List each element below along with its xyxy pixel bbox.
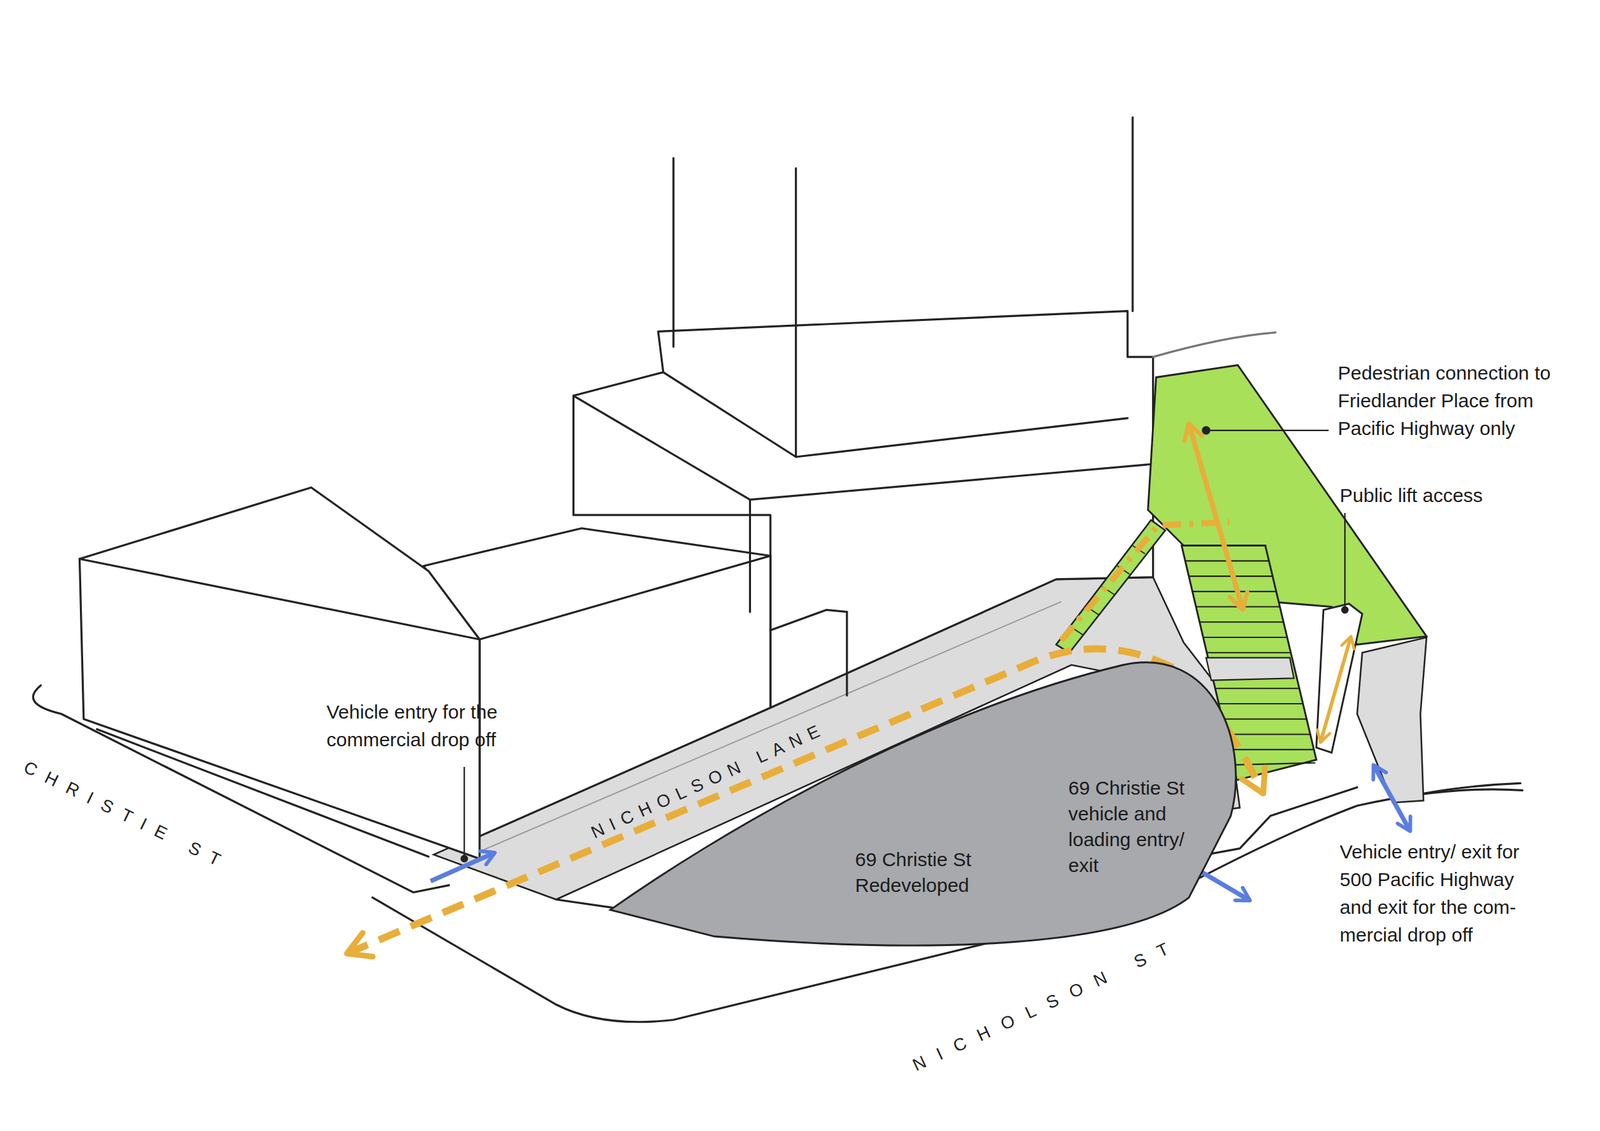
lift-shaft	[1316, 604, 1363, 753]
callout-note: Vehicle entry for the commercial drop of…	[326, 698, 540, 754]
vehicle-arrow	[1373, 765, 1411, 832]
building-edge	[663, 372, 1128, 458]
site-parcel: 69 Christie St vehicle and loading entry…	[607, 653, 1245, 960]
tower-edge	[1131, 117, 1134, 312]
pedestrian-route	[1061, 522, 1230, 641]
parcel-note: 69 Christie St vehicle and loading entry…	[1068, 775, 1207, 879]
street-name: CHRISTIE ST	[18, 756, 236, 877]
site-edge	[1153, 332, 1276, 358]
pedestrian-route	[346, 649, 1263, 955]
parcel-name: 69 Christie St Redeveloped	[854, 847, 1007, 899]
pedestrian-route	[1188, 423, 1243, 611]
leader-dot	[1342, 607, 1348, 614]
building-edge	[770, 609, 848, 696]
sidewalk-edge	[556, 899, 613, 909]
ramp-treads	[1071, 546, 1145, 636]
lift-route	[1320, 636, 1351, 743]
callout-note: Vehicle entry/ exit for 500 Pacific High…	[1339, 838, 1533, 949]
tower-edge	[672, 157, 675, 347]
leader-dot	[460, 856, 467, 862]
parcel-fill	[610, 662, 1236, 946]
building-edge	[573, 395, 1154, 500]
callout-note: Public lift access	[1339, 481, 1553, 510]
leader-dot	[1202, 426, 1210, 434]
callout-note: Pedestrian connection to Friedlander Pla…	[1337, 359, 1561, 443]
building-outline	[79, 487, 480, 859]
sidewalk-edge	[1423, 783, 1521, 794]
driveway-surface	[1356, 637, 1427, 803]
vehicle-arrow	[430, 852, 496, 882]
tower-edge	[794, 168, 797, 458]
leader-line	[1344, 513, 1346, 610]
building-edge	[749, 499, 752, 612]
building-edge	[79, 555, 771, 640]
leader-line	[1206, 429, 1329, 432]
stair-landing	[1206, 658, 1294, 681]
leader-line	[463, 767, 465, 859]
